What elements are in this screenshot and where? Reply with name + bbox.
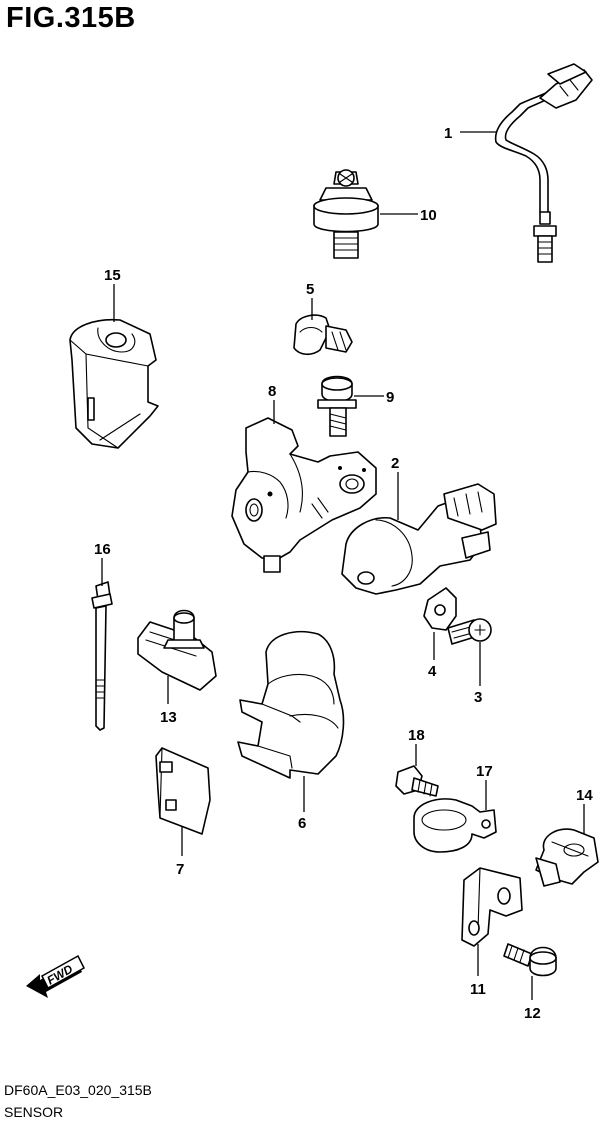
- fwd-direction-badge: FWD: [26, 954, 85, 998]
- part-4-clip-plate[interactable]: [423, 587, 457, 631]
- figure-code: DF60A_E03_020_315B: [4, 1082, 152, 1098]
- callout-4: 4: [428, 663, 437, 680]
- part-3-screw[interactable]: [447, 618, 492, 645]
- part-7-tab-plate[interactable]: [155, 747, 211, 835]
- part-18-bolt[interactable]: [395, 765, 439, 797]
- part-1-sensor-cable[interactable]: [494, 63, 593, 263]
- callout-16: 16: [94, 541, 111, 558]
- part-12-bolt[interactable]: [503, 943, 557, 977]
- callout-10: 10: [420, 207, 437, 224]
- callout-7: 7: [176, 861, 184, 878]
- part-2-position-sensor[interactable]: [341, 483, 497, 595]
- callouts: 1 10 15 5 9 8 2 16 4 3 13 18 17: [94, 125, 593, 1022]
- figure-subtitle: SENSOR: [4, 1104, 64, 1120]
- callout-9: 9: [386, 389, 394, 406]
- part-9-bolt[interactable]: [317, 375, 357, 437]
- callout-2: 2: [391, 455, 399, 472]
- callout-8: 8: [268, 383, 276, 400]
- part-13-clamp-clip[interactable]: [137, 609, 217, 691]
- part-14-clip[interactable]: [535, 828, 599, 887]
- part-10-pressure-sensor[interactable]: [313, 169, 379, 259]
- figure-title: FIG.315B: [6, 2, 136, 34]
- callout-11: 11: [470, 981, 486, 998]
- callout-15: 15: [104, 267, 121, 284]
- callout-12: 12: [524, 1005, 541, 1022]
- part-16-cable-tie[interactable]: [91, 581, 113, 731]
- callout-17: 17: [476, 763, 493, 780]
- callout-14: 14: [576, 787, 593, 804]
- part-15-holder[interactable]: [69, 318, 159, 449]
- part-6-wide-clamp[interactable]: [237, 630, 345, 779]
- callout-18: 18: [408, 727, 425, 744]
- part-5-connector-cap[interactable]: [293, 314, 353, 356]
- part-8-bracket[interactable]: [231, 417, 377, 573]
- part-11-l-bracket[interactable]: [461, 867, 523, 947]
- part-17-p-clamp[interactable]: [413, 798, 497, 853]
- callout-13: 13: [160, 709, 177, 726]
- callout-6: 6: [298, 815, 306, 832]
- callout-5: 5: [306, 281, 314, 298]
- callout-1: 1: [444, 125, 452, 142]
- callout-3: 3: [474, 689, 482, 706]
